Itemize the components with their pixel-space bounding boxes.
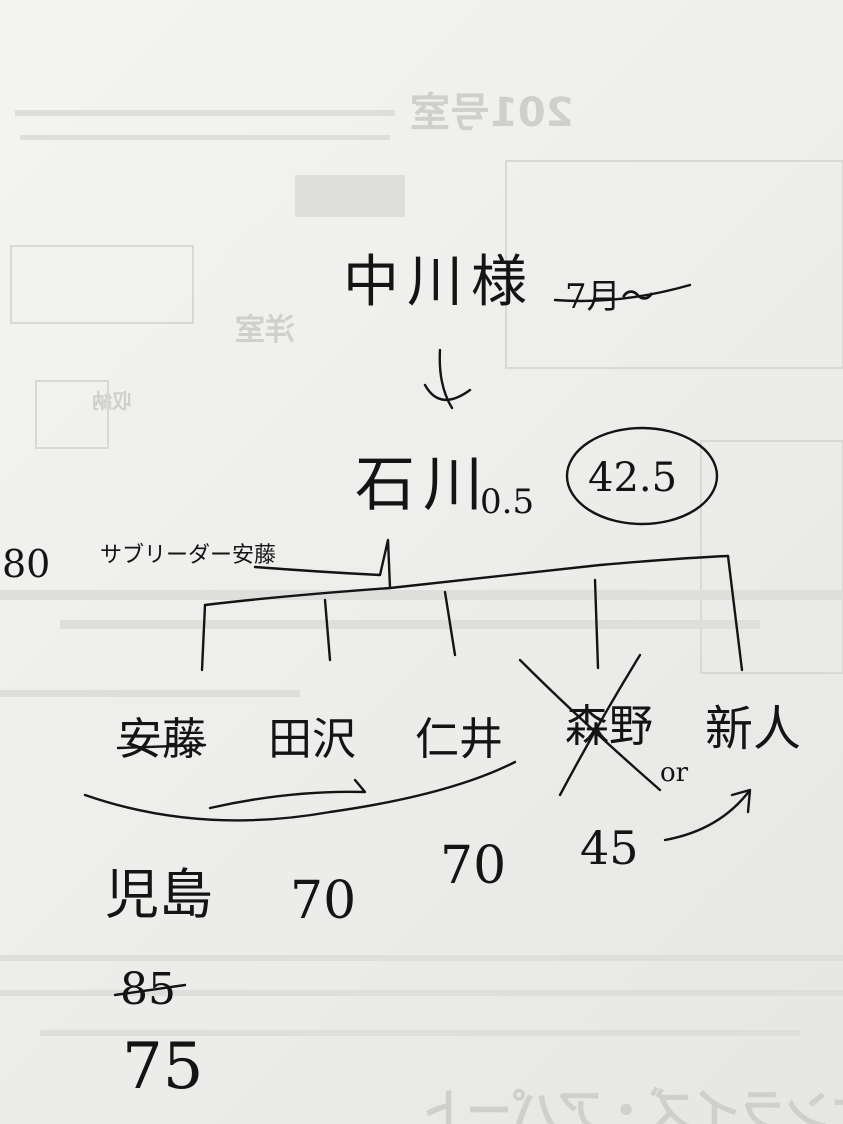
mid-name: 石川 xyxy=(355,450,491,520)
strike-old-score xyxy=(113,983,187,997)
branch-name-2: 田沢 xyxy=(268,714,356,765)
tree-left-leg xyxy=(200,603,207,672)
curved-arrow-to-new xyxy=(663,788,752,842)
cross-out-stroke-2 xyxy=(558,653,642,797)
score-seventy-a: 70 xyxy=(440,836,507,896)
branch-name-4: 森野 xyxy=(565,701,653,752)
side-label: サブリーダー安藤 xyxy=(100,543,277,568)
mid-circled-value: 42.5 xyxy=(588,455,678,501)
tree-leg-4 xyxy=(593,578,600,670)
cross-out-stroke-1 xyxy=(518,658,662,792)
branch-name-5: 新人 xyxy=(705,701,802,757)
tree-top-bar xyxy=(203,554,730,607)
top-date: 7月〜 xyxy=(565,277,655,317)
branch-name-1: 安藤 xyxy=(118,714,206,765)
circle-around-ratio xyxy=(565,426,719,526)
ghost-text-bar-3 xyxy=(0,590,843,600)
top-underline-squiggle xyxy=(553,283,692,303)
ghost-text-bar-1 xyxy=(15,110,395,116)
tree-leg-2 xyxy=(323,598,332,662)
ghost-text-bar-4 xyxy=(60,620,760,629)
ghost-text-bar-2 xyxy=(20,135,390,140)
inner-group-curve xyxy=(208,778,367,810)
ghost-floorplan-box xyxy=(10,245,194,324)
side-number: 80 xyxy=(2,542,51,586)
group-underline-curve xyxy=(83,760,517,822)
tree-right-leg xyxy=(726,554,744,672)
tree-leg-3 xyxy=(443,590,457,657)
side-arrow-line xyxy=(253,538,392,590)
ghost-text-bar-7 xyxy=(0,990,843,996)
ghost-text-bar-5 xyxy=(0,690,300,697)
mid-ratio: 0.5 xyxy=(480,482,535,522)
score-seventy-b: 70 xyxy=(290,871,357,931)
strike-first-branch xyxy=(116,743,207,750)
ghost-label-bar xyxy=(295,175,405,217)
or-text: or xyxy=(660,758,689,788)
ghost-text-bar-8 xyxy=(40,1030,800,1036)
ghost-text-bar-6 xyxy=(0,955,843,961)
top-name: 中川様 xyxy=(343,250,535,315)
down-arrow xyxy=(423,348,472,410)
lower-name: 児島 xyxy=(105,863,213,926)
score-forty-five: 45 xyxy=(580,821,639,875)
struck-score: 85 xyxy=(120,964,176,1015)
ghost-closet-box xyxy=(35,380,109,449)
final-score: 75 xyxy=(122,1030,204,1104)
branch-name-3: 仁井 xyxy=(415,714,503,765)
